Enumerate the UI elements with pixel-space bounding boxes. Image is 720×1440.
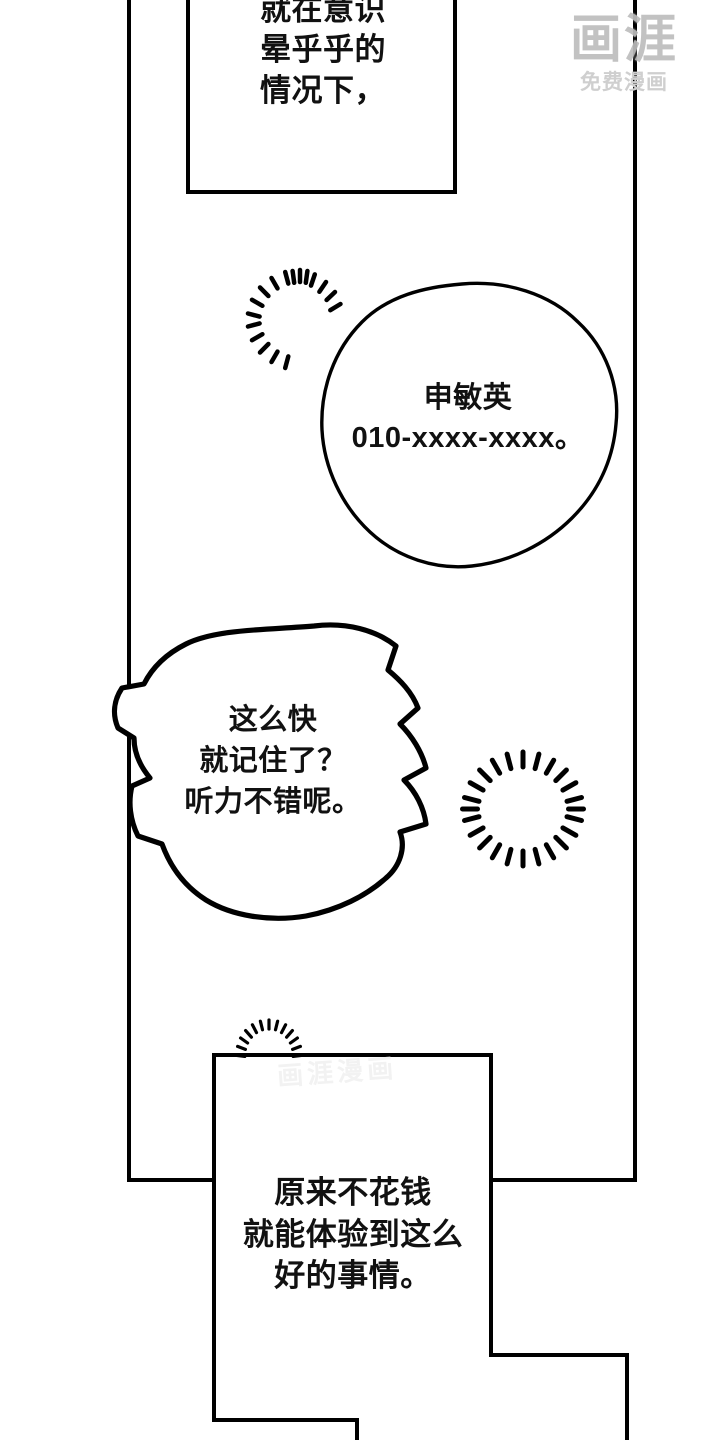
bottom-box-foot-right-border xyxy=(355,1418,359,1440)
top-caption-box xyxy=(186,0,457,194)
main-panel-left-border xyxy=(127,0,131,1182)
main-panel-bottom-border-right xyxy=(489,1178,637,1182)
phone-number-bubble-text: 申敏英 010-xxxx-xxxx。 xyxy=(351,382,585,455)
starburst-middle-icon xyxy=(460,749,586,869)
top-caption-text: 就在意识 晕乎乎的 情况下， xyxy=(260,0,386,108)
starburst-top-icon xyxy=(245,267,343,371)
bottom-box-top-border xyxy=(212,1053,493,1057)
watermark-logo-text: 画涯 xyxy=(569,11,678,69)
main-panel-right-border xyxy=(633,0,637,1182)
site-watermark: 画涯 免费漫画 xyxy=(556,14,692,114)
bottom-box-step-border xyxy=(489,1353,629,1357)
watermark-subtitle: 免费漫画 xyxy=(580,71,668,94)
bottom-box-right-border-upper xyxy=(489,1053,493,1357)
starburst-bottom-small-icon xyxy=(234,1018,304,1059)
main-panel-bottom-border-left xyxy=(127,1178,216,1182)
reply-bubble-text: 这么快 就记住了？ 听力不错呢。 xyxy=(184,704,362,819)
phone-number-bubble xyxy=(320,281,619,569)
bottom-box-left-border xyxy=(212,1053,216,1422)
reply-bubble xyxy=(111,622,429,921)
bottom-box-foot-border xyxy=(212,1418,359,1422)
bottom-caption-text: 原来不花钱 就能体验到这么 好的事情。 xyxy=(242,1175,464,1294)
bottom-box-right-border-lower xyxy=(625,1353,629,1440)
